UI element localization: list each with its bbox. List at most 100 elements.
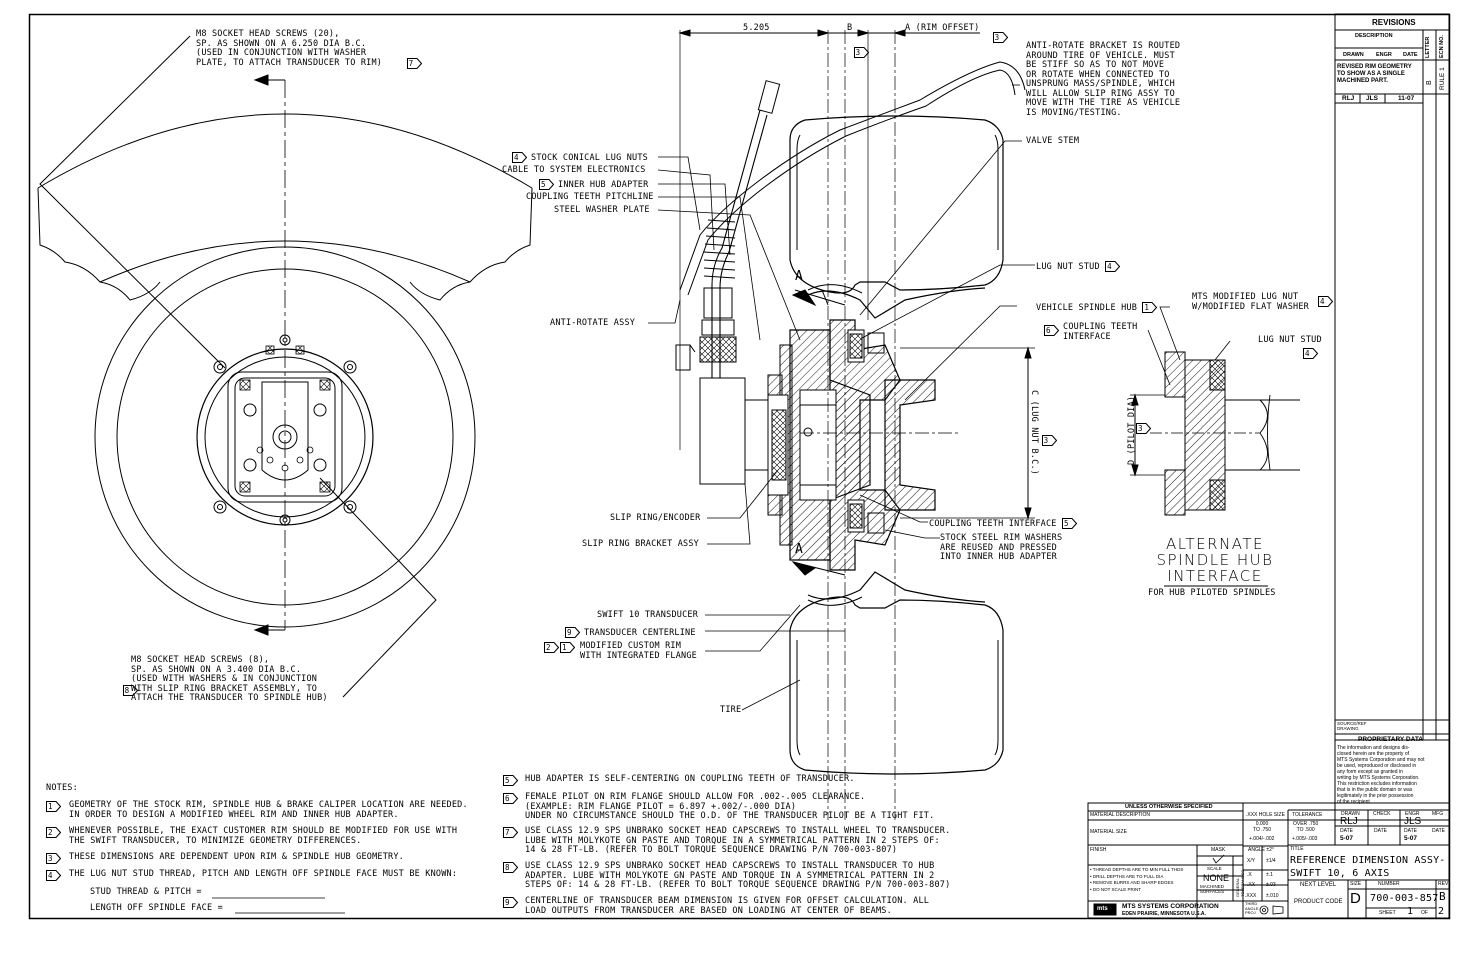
flag-4-mts: 4 bbox=[1318, 296, 1337, 308]
note-5-text: HUB ADAPTER IS SELF-CENTERING ON COUPLIN… bbox=[525, 774, 855, 784]
flag-icon: 9 bbox=[503, 897, 518, 908]
tol-row-4a: .XXX bbox=[1245, 893, 1257, 899]
rev-description-header: DESCRIPTION bbox=[1355, 33, 1393, 39]
rev-engr-header: ENGR bbox=[1376, 52, 1392, 58]
date-header-2: DATE bbox=[1374, 828, 1387, 834]
flag-3-c: 3 bbox=[1031, 425, 1061, 446]
callout-coupling-teeth-interface: COUPLING TEETH INTERFACE bbox=[1063, 322, 1138, 342]
proprietary-title: PROPRIETARY DATA bbox=[1358, 736, 1424, 743]
callout-swift-transducer: SWIFT 10 TRANSDUCER bbox=[597, 610, 699, 620]
note-3: 3 bbox=[46, 853, 65, 865]
tol-row-4b: ±.010 bbox=[1266, 893, 1279, 899]
rev-value: B bbox=[1439, 890, 1446, 903]
hole-row-1: 0.000 TO .750 bbox=[1253, 821, 1271, 833]
flag-icon: 5 bbox=[1061, 518, 1077, 529]
flag-icon: 1 bbox=[1142, 302, 1158, 313]
length-off-label: LENGTH OFF SPINDLE FACE = bbox=[90, 903, 223, 913]
date-header-1: DATE bbox=[1340, 828, 1353, 834]
note-5: 5 bbox=[503, 775, 522, 787]
flag-icon: 5 bbox=[539, 179, 554, 190]
section-a-bottom: A bbox=[795, 542, 804, 557]
dim-5205: 5.205 bbox=[743, 23, 770, 33]
flag-8: 8 bbox=[112, 675, 142, 696]
check-header: CHECK bbox=[1373, 811, 1391, 817]
engr-header: ENGR bbox=[1405, 811, 1420, 817]
alternate-spindle-hub-view bbox=[1130, 306, 1300, 587]
scale-label: SCALE bbox=[1207, 866, 1222, 871]
note-2: 2 bbox=[46, 827, 65, 839]
hole-tol-1: +.004/-.002 bbox=[1249, 836, 1275, 842]
flag-icon: 6 bbox=[503, 793, 518, 804]
drawn-date: 5-07 bbox=[1340, 835, 1354, 842]
callout-modified-rim-text: MODIFIED CUSTOM RIM WITH INTEGRATED FLAN… bbox=[580, 641, 697, 661]
tol-row-3a: .XX bbox=[1247, 882, 1256, 888]
callout-vehicle-spindle-hub: VEHICLE SPINDLE HUB 1 bbox=[1036, 302, 1161, 314]
callout-anti-rotate-assy: ANTI-ROTATE ASSY bbox=[550, 318, 636, 328]
tol-row-3b: ±.03 bbox=[1266, 882, 1276, 888]
callout-pitchline: COUPLING TEETH PITCHLINE bbox=[526, 192, 654, 202]
note-6-text: FEMALE PILOT ON RIM FLANGE SHOULD ALLOW … bbox=[525, 792, 935, 821]
callout-m8-screws-20: M8 SOCKET HEAD SCREWS (20), SP. AS SHOWN… bbox=[196, 29, 383, 68]
rev-row-desc: REVISED RIM GEOMETRY TO SHOW AS A SINGLE… bbox=[1337, 64, 1412, 84]
alternate-subtitle: FOR HUB PILOTED SPINDLES bbox=[1148, 588, 1276, 598]
flag-icon: 8 bbox=[503, 862, 518, 873]
flag-icon: 1 bbox=[46, 801, 61, 812]
flag-icon: 3 bbox=[1136, 423, 1151, 434]
flag-icon: 3 bbox=[46, 853, 61, 864]
mfg-header: MFG bbox=[1432, 811, 1444, 817]
flag-icon: 4 bbox=[1318, 296, 1333, 307]
material-size: MATERIAL SIZE bbox=[1090, 829, 1127, 835]
company-name: MTS SYSTEMS CORPORATION bbox=[1122, 903, 1219, 910]
note-1-text: GEOMETRY OF THE STOCK RIM, SPINDLE HUB &… bbox=[69, 800, 468, 820]
notes-heading: NOTES: bbox=[46, 783, 78, 793]
flag-icon: 6 bbox=[1044, 325, 1059, 336]
note-8: 8 bbox=[503, 862, 522, 874]
machined-surfaces: MACHINED SURFACES bbox=[1200, 884, 1225, 894]
company-location: EDEN PRAIRIE, MINNESOTA U.S.A. bbox=[1122, 911, 1206, 917]
flag-icon: 2 bbox=[46, 827, 61, 838]
drawing-number: 700-003-857 bbox=[1370, 893, 1439, 904]
rev-ecn-header: ECN NO. bbox=[1439, 35, 1445, 58]
callout-slip-ring-encoder: SLIP RING/ENCODER bbox=[610, 513, 701, 523]
flag-icon: 7 bbox=[503, 827, 518, 838]
proprietary-text: The information and designs dis- closed … bbox=[1337, 745, 1425, 805]
finish: FINISH bbox=[1090, 847, 1107, 853]
note-3-text: THESE DIMENSIONS ARE DEPENDENT UPON RIM … bbox=[69, 852, 404, 862]
tire-top-section bbox=[789, 115, 1004, 294]
sheet-number: 1 bbox=[1407, 906, 1414, 917]
rev-header: REV bbox=[1438, 881, 1449, 887]
callout-tire: TIRE bbox=[720, 705, 742, 715]
stud-thread-label: STUD THREAD & PITCH = bbox=[90, 887, 202, 897]
title-line-2: SWIFT 10, 6 AXIS bbox=[1290, 868, 1390, 879]
tire-bottom-section bbox=[789, 596, 1004, 775]
dim-b: B bbox=[847, 23, 853, 33]
callout-modified-rim: 2 bbox=[544, 642, 563, 654]
tol-row-2b: ±.1 bbox=[1266, 872, 1273, 878]
rev-row-letter: B bbox=[1426, 80, 1433, 85]
flag-icon: 4 bbox=[46, 870, 61, 881]
mask: MASK bbox=[1211, 847, 1226, 853]
tol-row-1a: X/Y bbox=[1247, 858, 1256, 864]
alternate-title: ALTERNATE SPINDLE HUB INTERFACE bbox=[1156, 535, 1274, 585]
rev-row-drawn: RLJ bbox=[1342, 95, 1355, 102]
callout-lug-nut-stud: LUG NUT STUD 4 bbox=[1036, 261, 1124, 273]
tolerance: TOLERANCE bbox=[1292, 812, 1323, 818]
flag-icon: 3 bbox=[1041, 434, 1057, 446]
flag-3-d: 3 bbox=[1136, 423, 1155, 435]
rev-row-ecn: RULE 1 bbox=[1439, 67, 1446, 90]
dim-a: A (RIM OFFSET) bbox=[905, 23, 980, 33]
revisions-title: REVISIONS bbox=[1372, 18, 1416, 27]
callout-modified-rim-flag2: 1 bbox=[560, 642, 579, 654]
flag-3-a: 3 bbox=[982, 22, 1012, 43]
flag-6: 6 bbox=[1044, 325, 1063, 337]
section-view bbox=[648, 29, 1035, 820]
note-2-text: WHENEVER POSSIBLE, THE EXACT CUSTOMER RI… bbox=[69, 826, 458, 846]
section-a-top: A bbox=[795, 269, 804, 284]
tb-bullets: • THREAD DEPTHS ARE TO MIN FULL THDS • D… bbox=[1090, 867, 1184, 892]
third-angle: THIRD ANGLE PROJ bbox=[1245, 901, 1259, 915]
sheet-of: OF bbox=[1421, 910, 1428, 916]
drawn-value: RLJ bbox=[1340, 816, 1358, 827]
callout-coupling-interface: COUPLING TEETH INTERFACE 5 bbox=[929, 518, 1081, 530]
flag-icon: 2 bbox=[544, 642, 559, 653]
